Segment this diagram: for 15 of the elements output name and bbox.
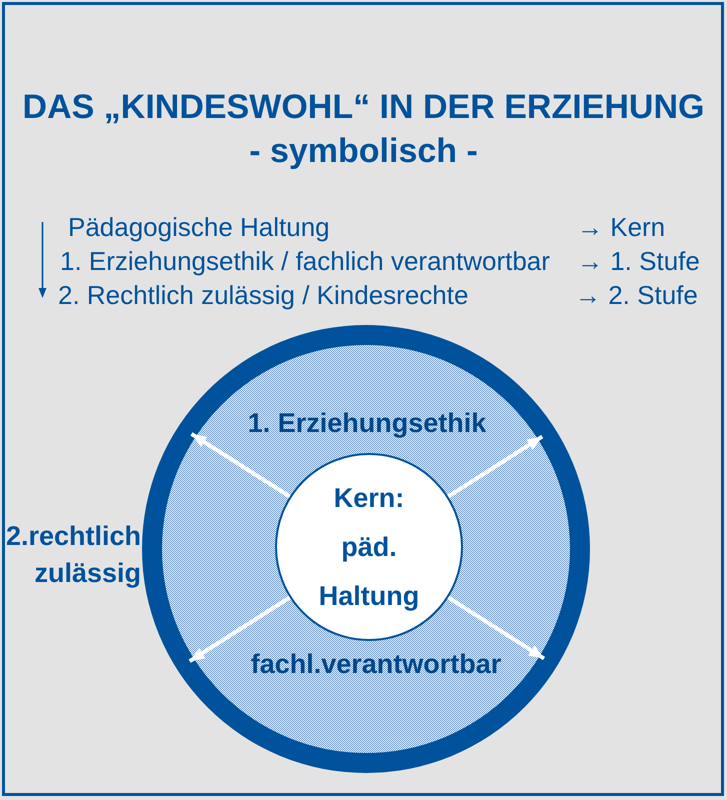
ring-label: 2.rechtlich zulässig <box>4 520 141 590</box>
list-text: Pädagogische Haltung <box>68 211 330 243</box>
stage-note: → 1. Stufe <box>577 245 700 277</box>
diagram-subtitle: - symbolisch - <box>249 131 478 171</box>
stage-note: → 2. Stufe <box>575 279 698 311</box>
core-label: Kern: päd. Haltung <box>318 482 420 613</box>
zone-label: 1. Erziehungsethik <box>248 407 486 439</box>
core-circle <box>275 453 463 641</box>
arrow <box>447 596 546 660</box>
diagram-title: DAS „KINDESWOHL“ IN DER ERZIEHUNG <box>22 87 704 127</box>
list-text: 1. Erziehungsethik / fachlich verantwortbar <box>60 245 550 277</box>
stage-note: → Kern <box>577 211 666 243</box>
arrow <box>190 432 291 498</box>
list-text: 2. Rechtlich zulässig / Kindesrechte <box>58 279 468 311</box>
zone-label: fachl.verantwortbar <box>250 648 502 680</box>
